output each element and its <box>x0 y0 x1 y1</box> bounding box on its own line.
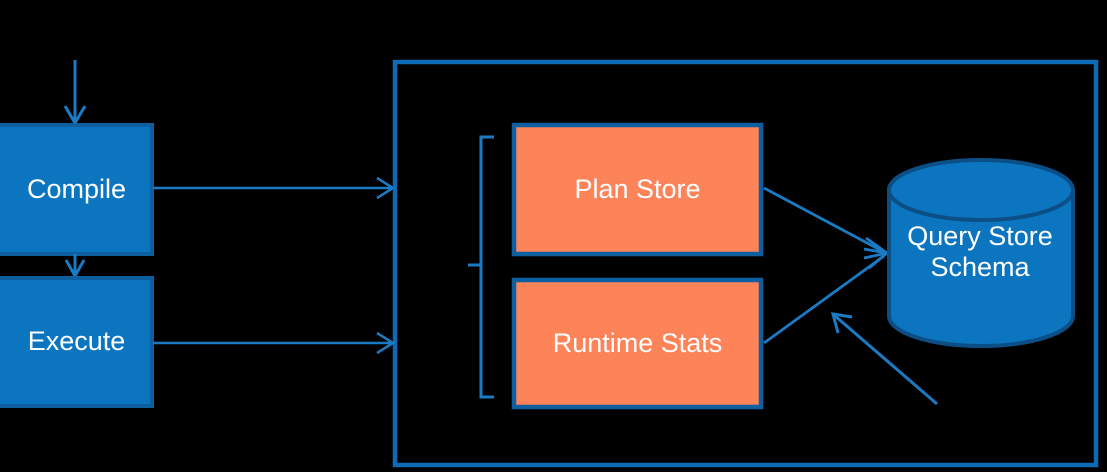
runtime-stats-node[interactable] <box>511 277 764 410</box>
compile-to-container-connector <box>153 176 396 200</box>
execute-node[interactable] <box>0 276 154 408</box>
in-memory-group-bracket <box>468 135 494 399</box>
plan-store-to-schema-connector <box>763 186 891 260</box>
external-to-schema-connector <box>830 312 938 406</box>
query-store-schema-node[interactable] <box>887 158 1075 348</box>
query-store-container <box>392 59 1099 468</box>
compile-node[interactable] <box>0 123 154 256</box>
execute-to-container-connector <box>153 331 396 355</box>
runtime-stats-to-schema-connector <box>763 247 891 345</box>
compile-to-execute-connector <box>64 254 86 280</box>
input-to-compile-connector <box>63 60 87 126</box>
plan-store-node[interactable] <box>511 122 764 257</box>
